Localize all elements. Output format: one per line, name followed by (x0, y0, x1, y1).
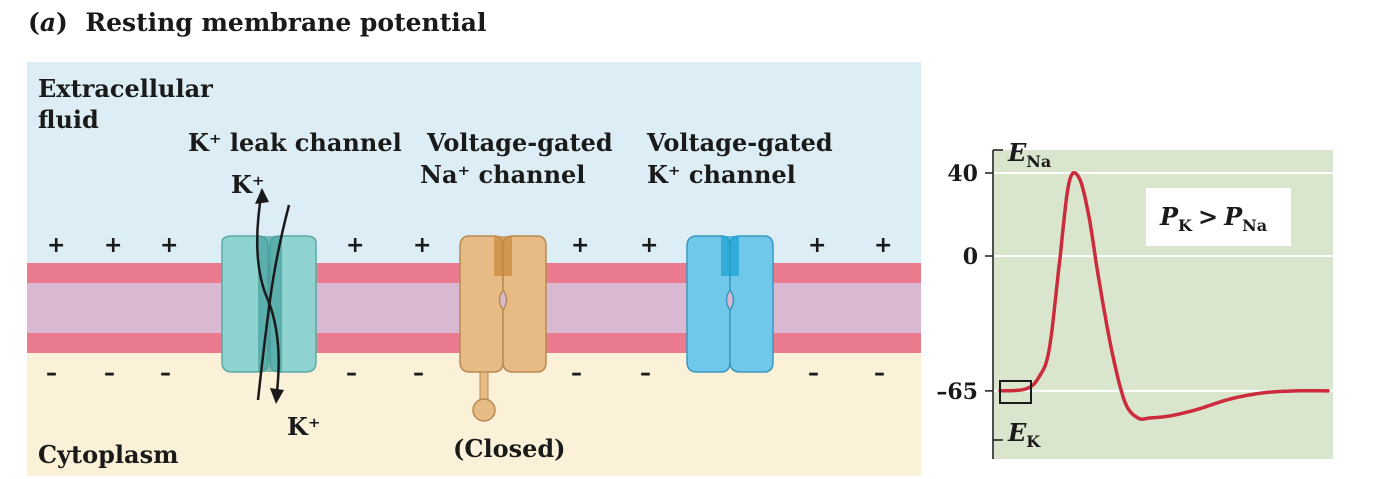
title-letter: a (39, 8, 57, 37)
plus-sign: + (640, 233, 658, 258)
minus-sign: – (413, 361, 424, 386)
plus-sign: + (571, 233, 589, 258)
permeability-annotation: PK>PNa (1159, 202, 1267, 235)
k-channel-label-2: K⁺ channel (647, 160, 796, 189)
e-k-subscript: K (1026, 432, 1041, 451)
cytoplasm-label: Cytoplasm (38, 440, 179, 469)
plus-sign: + (47, 233, 65, 258)
plus-sign: + (346, 233, 364, 258)
comparison-operator: > (1198, 202, 1218, 231)
extracellular-label-1: Extracellular (38, 74, 213, 103)
k-channel (686, 235, 774, 373)
resting-highlight-box (999, 380, 1032, 404)
k-ion-top: K⁺ (231, 170, 265, 199)
k-ion-bottom: K⁺ (287, 412, 321, 441)
e-na-subscript: Na (1026, 152, 1051, 171)
na-channel-state: (Closed) (453, 434, 566, 463)
pna-letter: P (1223, 202, 1243, 231)
minus-sign: – (46, 361, 57, 386)
na-channel (459, 235, 547, 422)
minus-sign: – (571, 361, 582, 386)
chart-ticks: 40 0 –65 (936, 161, 1003, 441)
pna-subscript: Na (1242, 216, 1267, 235)
title-suffix: ) (56, 8, 68, 37)
plus-signs: + + + + + + + + + (47, 233, 892, 258)
minus-sign: – (104, 361, 115, 386)
plus-sign: + (160, 233, 178, 258)
chart-series-line (998, 170, 1330, 421)
e-k-label: EK (1007, 418, 1041, 451)
minus-sign: – (874, 361, 885, 386)
minus-sign: – (808, 361, 819, 386)
k-leak-channel (221, 188, 317, 404)
pk-subscript: K (1178, 216, 1193, 235)
chart-tick-label: 40 (947, 161, 978, 187)
title-prefix: ( (28, 8, 40, 37)
na-channel-label-1: Voltage-gated (426, 128, 613, 157)
chart-tick-label: 0 (963, 244, 978, 270)
plus-sign: + (413, 233, 431, 258)
e-na-label: ENa (1007, 138, 1051, 171)
minus-sign: – (346, 361, 357, 386)
na-channel-label-2: Na⁺ channel (420, 160, 585, 189)
extracellular-region (27, 62, 921, 268)
minus-sign: – (160, 361, 171, 386)
pk-letter: P (1159, 202, 1179, 231)
minus-signs: – – – – – – – – – (46, 361, 885, 386)
k-channel-label-1: Voltage-gated (646, 128, 833, 157)
k-leak-label: K⁺ leak channel (188, 128, 402, 157)
extracellular-label-2: fluid (38, 105, 99, 134)
plus-sign: + (808, 233, 826, 258)
e-na-letter: E (1007, 138, 1027, 167)
minus-sign: – (640, 361, 651, 386)
figure-title: (a) Resting membrane potential (28, 8, 486, 37)
plus-sign: + (874, 233, 892, 258)
chart-tick-label: –65 (936, 379, 978, 405)
plus-sign: + (104, 233, 122, 258)
permeability-annotation-box (1146, 188, 1291, 246)
e-k-letter: E (1007, 418, 1027, 447)
action-potential-chart: 400–65 ENa EK PK>PNa (936, 138, 1333, 459)
title-text: Resting membrane potential (85, 8, 487, 37)
